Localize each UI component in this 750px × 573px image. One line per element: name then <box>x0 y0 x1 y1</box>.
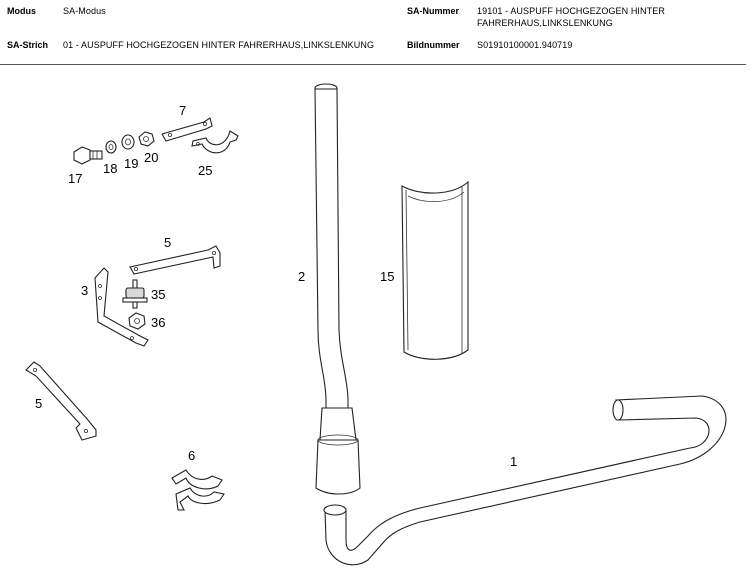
callout-5-upper: 5 <box>164 235 171 250</box>
part-35-rubber-mount[interactable] <box>122 279 148 309</box>
callout-15: 15 <box>380 269 394 284</box>
part-2-vertical-pipe[interactable] <box>314 83 361 495</box>
part-5-bracket-upper[interactable] <box>129 245 221 275</box>
part-18-washer[interactable] <box>105 140 117 154</box>
part-19-lock-washer[interactable] <box>121 134 135 150</box>
part-5-bracket-lower[interactable] <box>25 361 97 441</box>
callout-36: 36 <box>151 315 165 330</box>
modus-label: Modus <box>7 6 36 16</box>
callout-3: 3 <box>81 283 88 298</box>
callout-18: 18 <box>103 161 117 176</box>
part-1-bent-pipe[interactable] <box>323 395 727 566</box>
callout-1: 1 <box>510 454 517 469</box>
part-17-bolt[interactable] <box>73 146 103 165</box>
callout-6: 6 <box>188 448 195 463</box>
callout-19: 19 <box>124 156 138 171</box>
callout-2: 2 <box>298 269 305 284</box>
callout-35: 35 <box>151 287 165 302</box>
sa-nummer-label: SA-Nummer <box>407 6 460 16</box>
callout-5-lower: 5 <box>35 396 42 411</box>
sa-strich-value: 01 - AUSPUFF HOCHGEZOGEN HINTER FAHRERHA… <box>63 40 375 50</box>
bildnummer-label: Bildnummer <box>407 40 460 50</box>
modus-value: SA-Modus <box>63 6 106 16</box>
part-15-heat-shield[interactable] <box>401 180 469 360</box>
callout-20: 20 <box>144 150 158 165</box>
part-20-nut[interactable] <box>138 131 155 147</box>
sa-strich-label: SA-Strich <box>7 40 49 50</box>
sa-nummer-value-line1: 19101 - AUSPUFF HOCHGEZOGEN HINTER <box>477 6 665 16</box>
parts-drawing: 17 18 19 20 7 25 5 3 35 36 5 6 2 15 1 <box>25 83 727 566</box>
callout-7: 7 <box>179 103 186 118</box>
sa-nummer-value-line2: FAHRERHAUS,LINKSLENKUNG <box>477 18 613 28</box>
part-7-strap[interactable] <box>161 117 213 142</box>
callout-25: 25 <box>198 163 212 178</box>
part-6-clamp[interactable] <box>171 469 225 511</box>
part-3-angle-bracket[interactable] <box>94 267 149 347</box>
part-36-nut[interactable] <box>128 312 146 330</box>
part-25-pipe-clamp[interactable] <box>191 130 239 154</box>
header-divider <box>0 64 746 65</box>
callout-17: 17 <box>68 171 82 186</box>
bildnummer-value: S01910100001.940719 <box>477 40 573 50</box>
